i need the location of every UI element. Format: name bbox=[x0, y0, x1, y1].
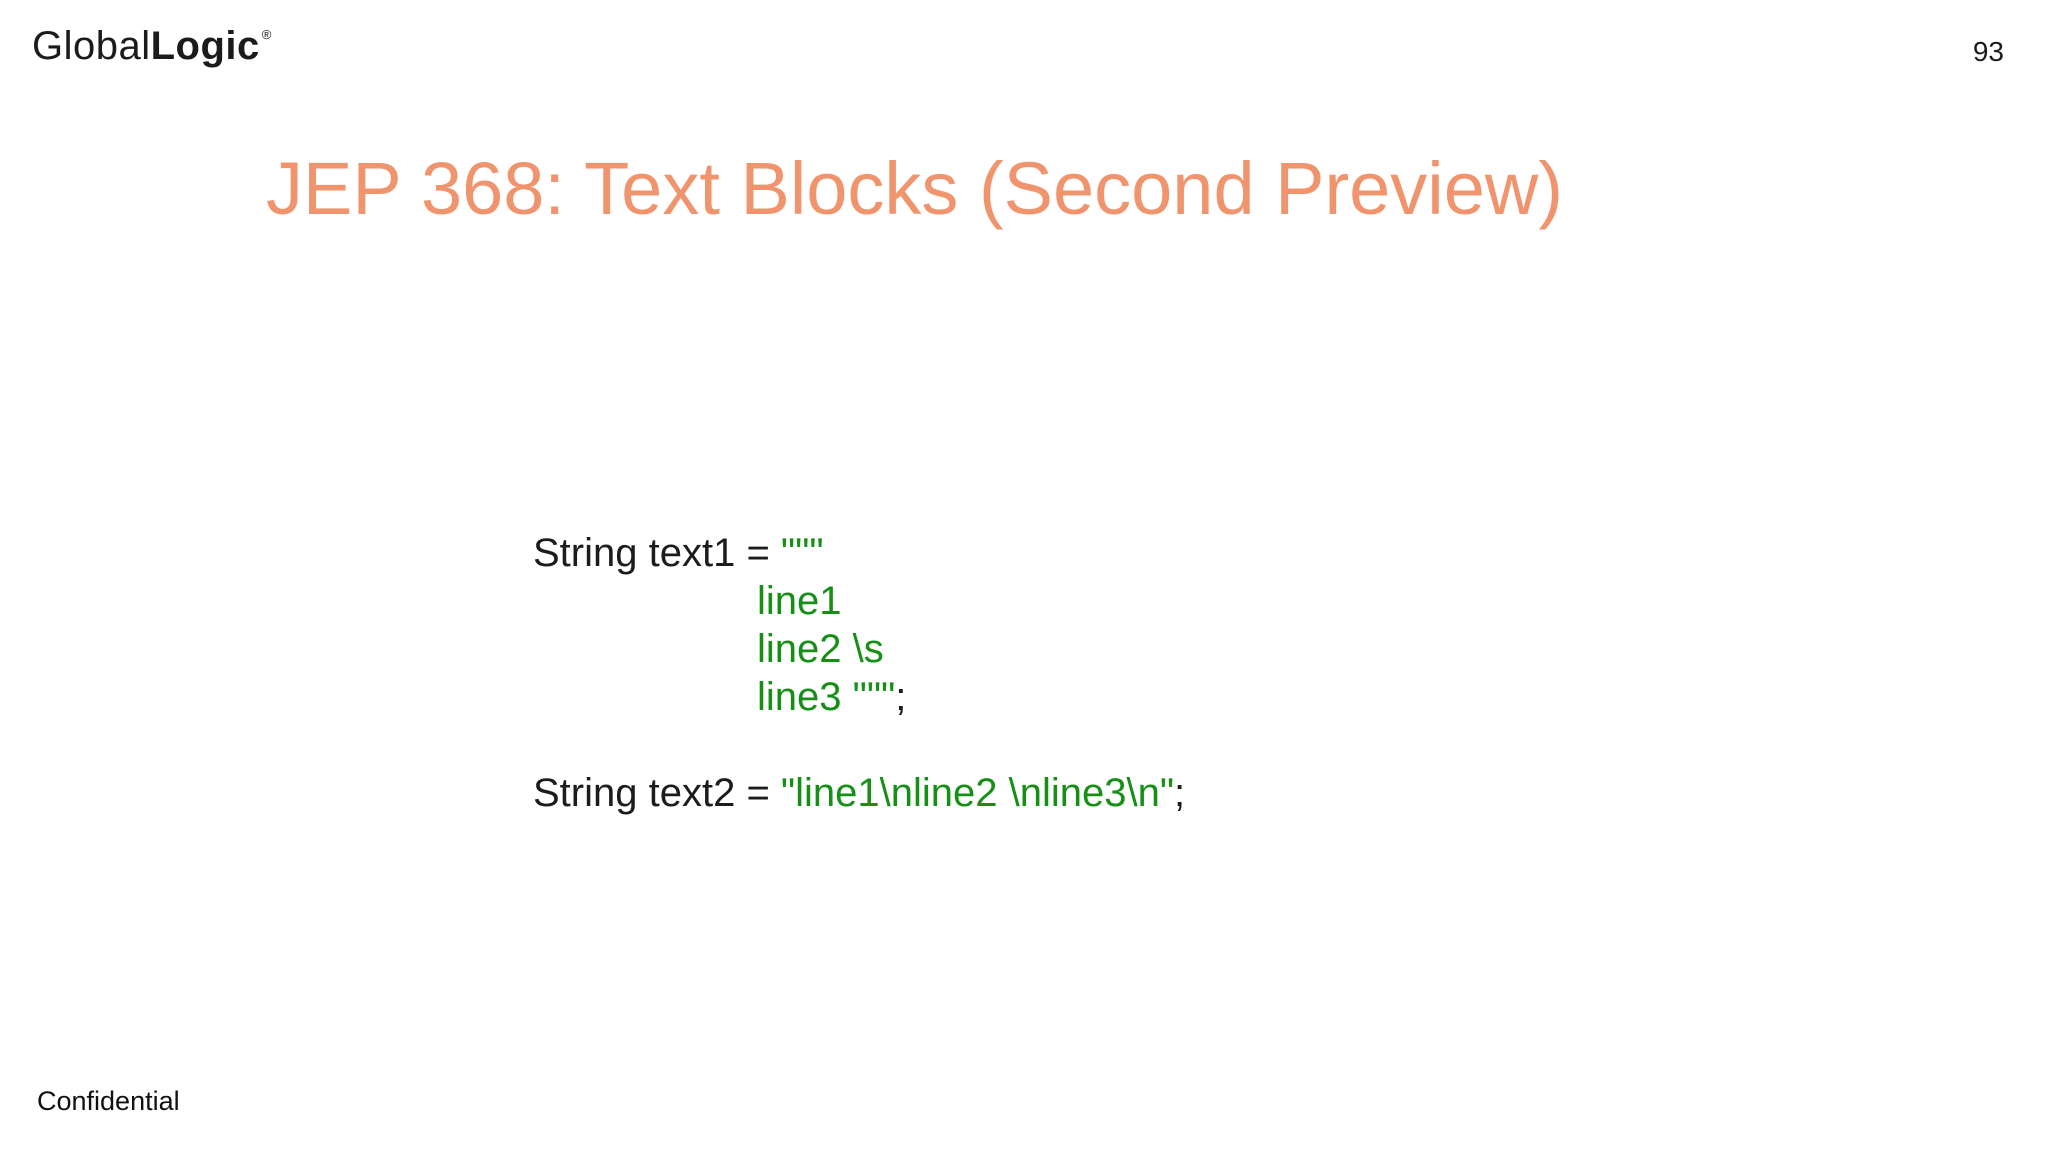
globallogic-logo: GlobalLogic® bbox=[32, 24, 272, 69]
code-line2-literal: line2 \s bbox=[757, 627, 884, 671]
logo-text-logic: Logic bbox=[150, 24, 260, 68]
slide-title: JEP 368: Text Blocks (Second Preview) bbox=[266, 147, 1563, 230]
code-line-line2: line2 \s bbox=[757, 625, 1185, 673]
code-line-line1: line1 bbox=[757, 577, 1185, 625]
code-text2-semicolon: ; bbox=[1174, 771, 1186, 815]
page-number: 93 bbox=[1972, 36, 2004, 67]
code-line1-literal: line1 bbox=[757, 579, 842, 623]
code-line3-literal: line3 """ bbox=[757, 675, 896, 719]
code-block: String text1 = """ line1 line2 \s line3 … bbox=[533, 529, 1185, 817]
code-text1-prefix: String text1 = bbox=[533, 531, 781, 575]
code-line-line3: line3 """; bbox=[757, 673, 1185, 721]
registered-trademark-icon: ® bbox=[261, 27, 272, 42]
code-line-text1-declaration: String text1 = """ bbox=[533, 529, 1185, 577]
code-text1-semicolon: ; bbox=[895, 675, 907, 719]
code-text2-prefix: String text2 = bbox=[533, 771, 781, 815]
code-line-text2-declaration: String text2 = "line1\nline2 \nline3\n"; bbox=[533, 769, 1185, 817]
logo-text-global: Global bbox=[32, 24, 151, 68]
code-text2-literal: "line1\nline2 \nline3\n" bbox=[780, 771, 1175, 815]
confidential-label: Confidential bbox=[37, 1086, 180, 1116]
code-text1-opening-quotes: """ bbox=[780, 531, 824, 575]
code-blank-line bbox=[533, 721, 1185, 769]
